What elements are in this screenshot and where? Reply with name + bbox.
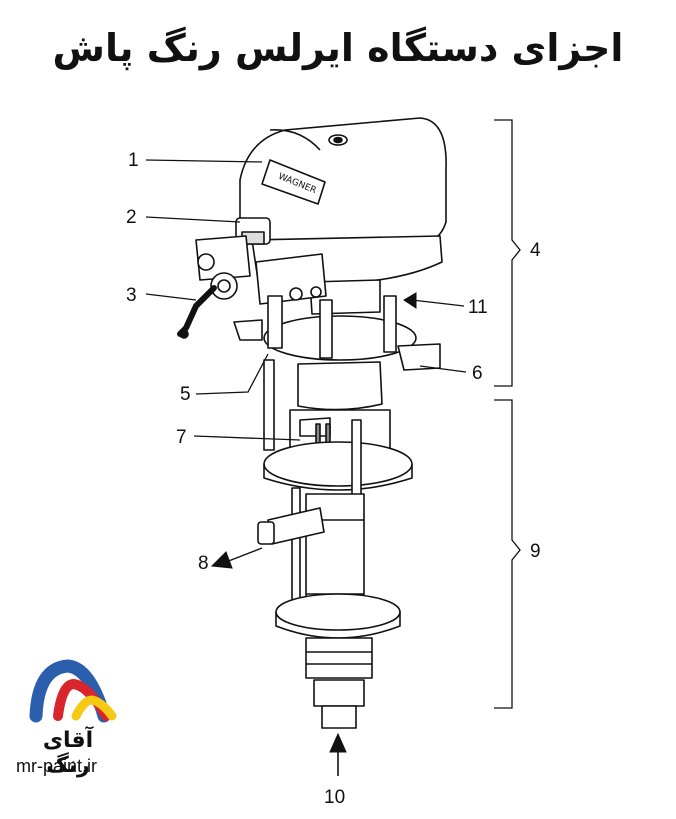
leader-lines bbox=[145, 159, 467, 441]
callout-2: 2 bbox=[126, 207, 137, 228]
leader-11 bbox=[411, 299, 465, 307]
lower-flange bbox=[275, 593, 401, 631]
page-title: اجزای دستگاه ایرلس رنگ پاش bbox=[52, 26, 624, 70]
coupling-ring bbox=[263, 315, 417, 361]
callout-6: 6 bbox=[472, 363, 483, 384]
foot-valve bbox=[305, 637, 373, 679]
arrow-11-head bbox=[403, 292, 417, 309]
callout-1: 1 bbox=[128, 150, 139, 171]
leader-5 bbox=[195, 353, 269, 395]
bracket-9 bbox=[494, 399, 521, 709]
callout-10: 10 bbox=[324, 787, 345, 808]
pump-drawing: WAGNER bbox=[177, 117, 447, 729]
bracket-lines bbox=[494, 119, 521, 709]
callout-4: 4 bbox=[530, 240, 541, 261]
leader-1 bbox=[145, 159, 263, 163]
callout-8: 8 bbox=[198, 553, 209, 574]
brand-name: آقای رنگ bbox=[42, 728, 94, 778]
callout-11: 11 bbox=[468, 297, 488, 318]
callout-3: 3 bbox=[126, 285, 137, 306]
upper-flange bbox=[263, 441, 413, 487]
callout-7: 7 bbox=[176, 427, 187, 448]
arrow-8 bbox=[225, 547, 263, 563]
leader-3 bbox=[145, 293, 197, 301]
leader-7 bbox=[193, 435, 301, 441]
leader-2 bbox=[145, 216, 241, 223]
brand-url[interactable]: mr-paint.ir bbox=[16, 756, 98, 776]
arrow-8-head bbox=[210, 551, 233, 569]
pump-body bbox=[297, 361, 383, 411]
arrow-10-head bbox=[329, 732, 347, 753]
bracket-4 bbox=[494, 119, 521, 387]
callout-5: 5 bbox=[180, 384, 191, 405]
drain-handle bbox=[177, 285, 217, 337]
callout-9: 9 bbox=[530, 541, 541, 562]
arrows bbox=[210, 292, 417, 776]
leader-6 bbox=[419, 365, 467, 373]
brand-logo bbox=[29, 659, 117, 723]
